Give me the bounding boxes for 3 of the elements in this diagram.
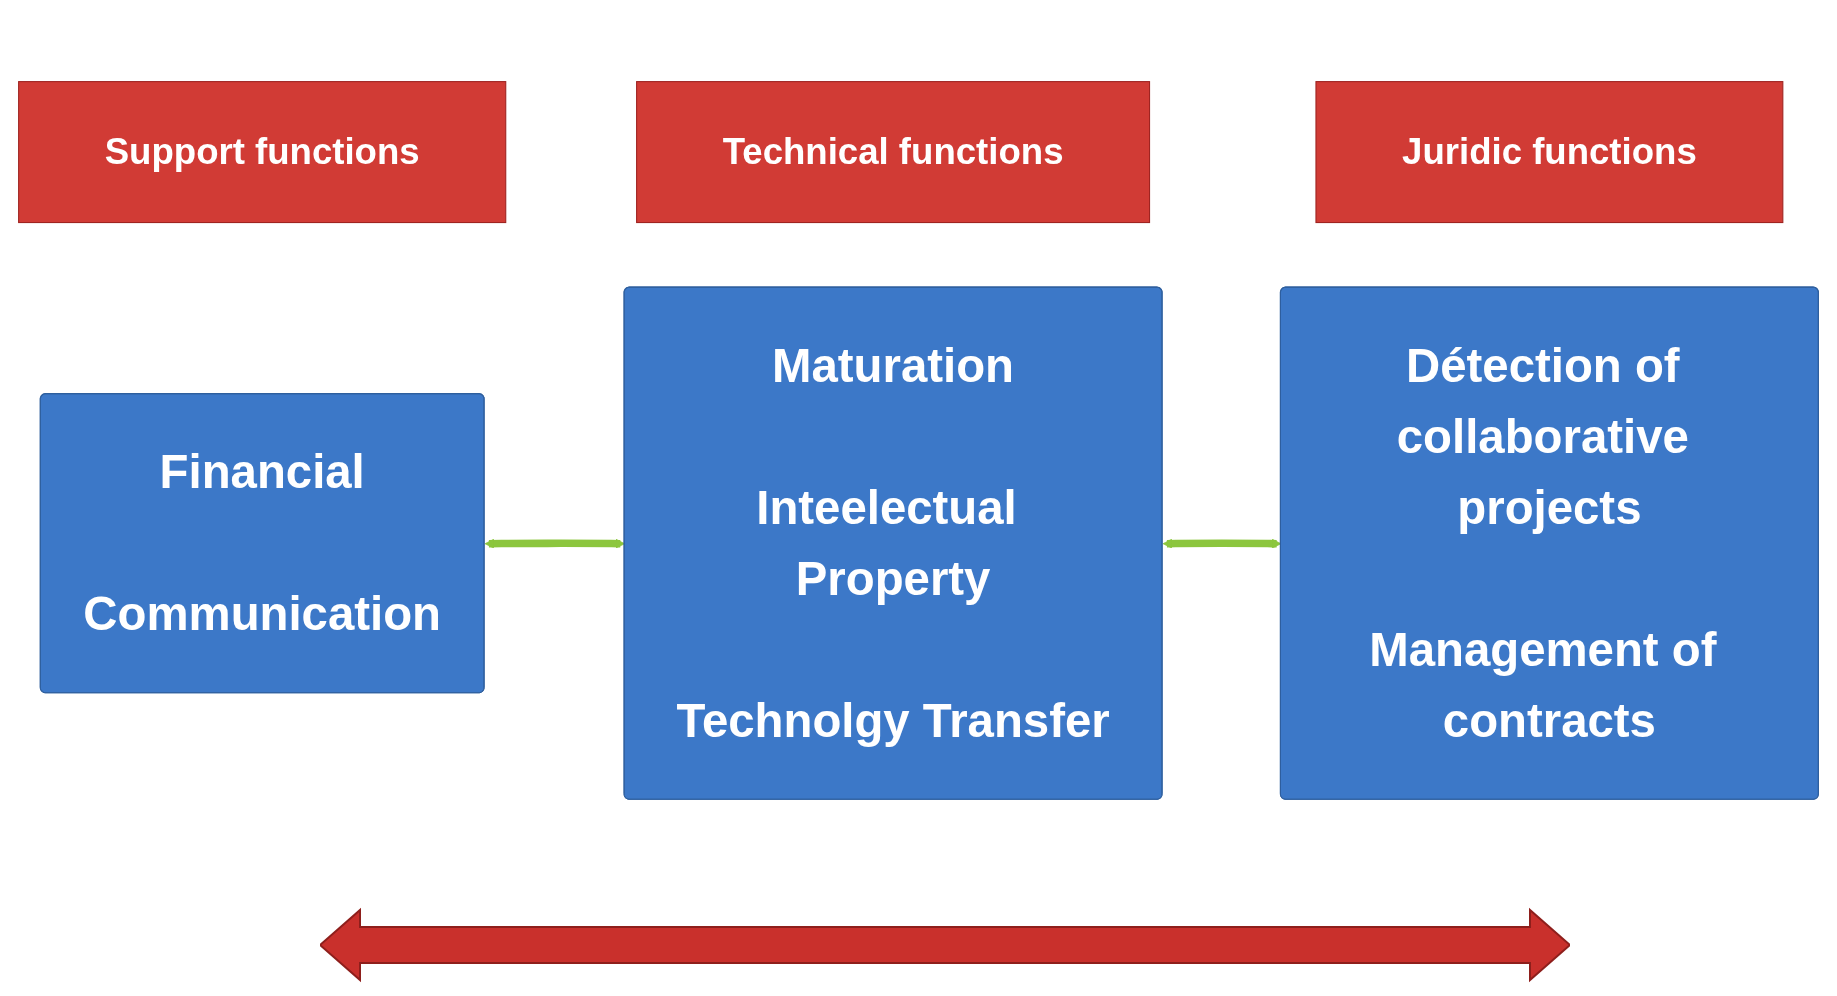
node-box: Juridic functions xyxy=(1315,80,1784,223)
node-box: Support functions xyxy=(18,80,507,223)
node-box: Technical functions xyxy=(636,80,1151,223)
